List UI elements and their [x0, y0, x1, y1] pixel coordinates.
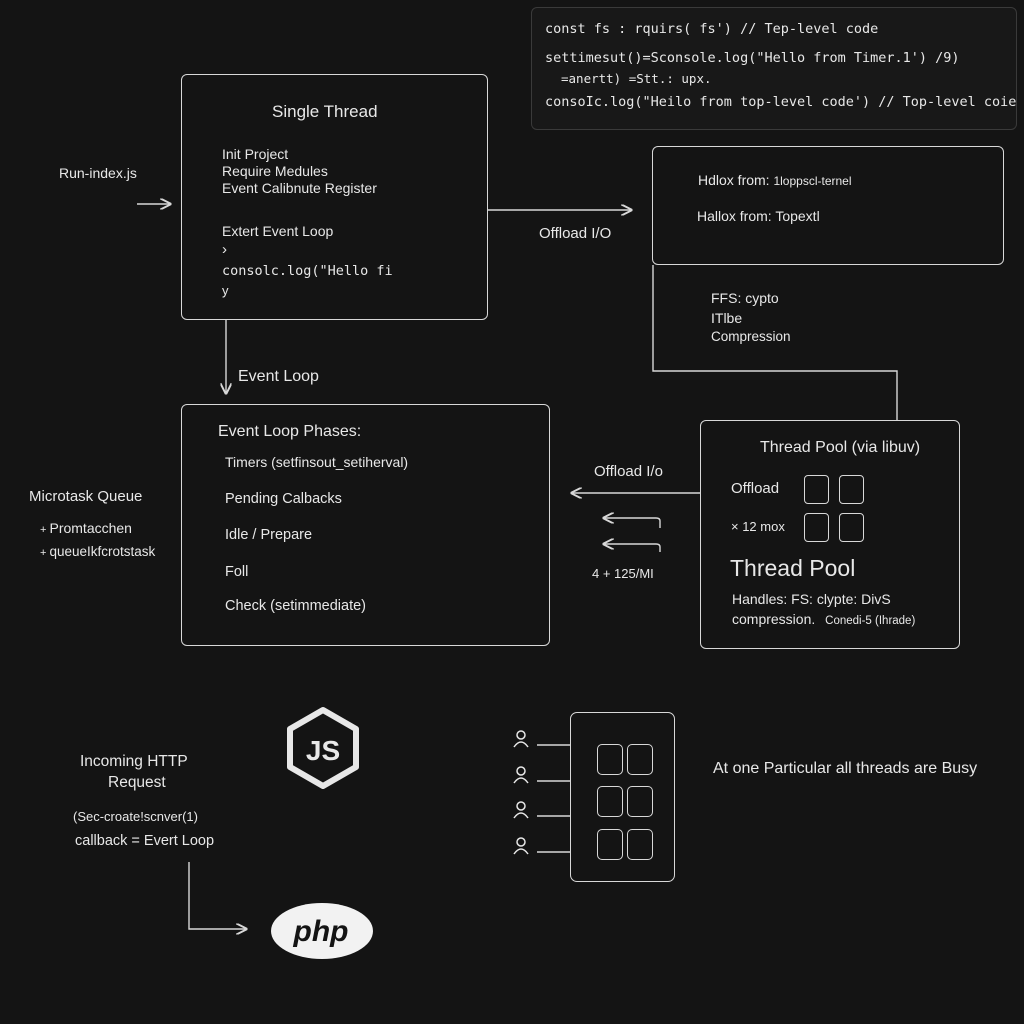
thread-pool-box: Thread Pool (via libuv) Offload × 12 mox…	[700, 420, 960, 649]
busy-threads-box	[570, 712, 675, 882]
busy-thread-3	[597, 786, 623, 817]
user-icon	[513, 730, 529, 748]
code-line-4: consoIc.log("Heilo from top-level code')…	[545, 94, 1017, 110]
thread-pool-big-title: Thread Pool	[730, 555, 856, 581]
single-thread-title: Single Thread	[272, 102, 378, 121]
event-loop-title: Event Loop Phases:	[218, 423, 362, 440]
thread-pool-title: Thread Pool (via libuv)	[760, 439, 921, 456]
swap-arrow-1	[604, 518, 661, 528]
microtask-item-2: + queueIkfcrotstask	[40, 544, 155, 559]
offload-mid-label: Offload I/o	[594, 463, 663, 480]
offload-top-label: Offload I/O	[539, 225, 612, 242]
thread-slot-4	[839, 513, 864, 542]
thread-slot-3	[804, 513, 829, 542]
bullet-icon: +	[40, 547, 50, 559]
output-line-1-label: Hdlox from:	[698, 172, 770, 188]
code-line-2: settimesut()=Sconsole.log("Hello from Ti…	[545, 50, 960, 66]
offload-label: Offload	[731, 480, 780, 497]
output-line-2-value: Topextl	[775, 208, 820, 224]
console-log-code: consolc.log("Hello fi	[222, 263, 393, 279]
ratio-label: 4 + 125/MI	[592, 566, 654, 581]
busy-thread-5	[597, 829, 623, 860]
thread-count-label: × 12 mox	[731, 519, 785, 534]
phase-idle: Idle / Prepare	[225, 527, 313, 543]
compression-label: compression.	[732, 611, 816, 627]
swap-arrow-2	[604, 544, 661, 552]
phase-check: Check (setimmediate)	[225, 598, 367, 614]
chevron-right-icon: ›	[222, 241, 227, 258]
event-loop-box: Event Loop Phases: Timers (setfinsout_se…	[181, 404, 550, 646]
phase-timers: Timers (setfinsout_setiherval)	[225, 454, 409, 470]
ffs-file: ITlbe	[711, 310, 743, 326]
user-icon	[513, 801, 529, 819]
nodejs-logo-icon: JS	[287, 707, 359, 789]
http-code: (Sec-croate!scnver(1)	[73, 809, 198, 824]
http-to-php-arrow	[188, 862, 246, 929]
step-require: Require Medules	[222, 163, 328, 179]
thread-slot-2	[839, 475, 864, 504]
busy-thread-6	[627, 829, 653, 860]
code-line-1: const fs : rquirs( fs') // Tep-level cod…	[545, 21, 879, 37]
output-line-1-value: 1loppscl-ternel	[773, 174, 852, 188]
output-to-pool-line	[652, 265, 898, 420]
php-logo-text: php	[293, 915, 349, 948]
concat-label: Conedi-5 (Ihrade)	[825, 615, 916, 627]
phase-pending: Pending Calbacks	[225, 491, 342, 507]
busy-thread-2	[627, 744, 653, 775]
http-title-1: Incoming HTTP	[80, 753, 188, 770]
microtask-item-2-label: queueIkfcrotstask	[49, 544, 156, 559]
thread-pool-handles: Handles: FS: clypte: DivS	[732, 591, 891, 607]
user-icon	[513, 766, 529, 784]
js-logo-text: JS	[306, 735, 340, 766]
busy-label: At one Particular all threads are Busy	[713, 760, 978, 777]
microtask-item-1: + Promtacchen	[40, 520, 132, 536]
user-icon	[513, 837, 529, 855]
ffs-compression: Compression	[711, 329, 791, 344]
bullet-icon: +	[40, 524, 50, 536]
console-log-tail: y	[222, 283, 229, 298]
ffs-crypto: FFS: cypto	[711, 290, 779, 306]
single-thread-box: Single Thread Init Project Require Medul…	[181, 74, 488, 320]
run-label: Run-index.js	[59, 165, 137, 181]
phase-poll: Foll	[225, 564, 249, 580]
code-line-3: =anertt) =Stt.: upx.	[561, 71, 712, 86]
step-register: Event Calibnute Register	[222, 180, 377, 196]
microtask-item-1-label: Promtacchen	[49, 520, 132, 536]
output-line-2-label: Hallox from:	[697, 208, 772, 224]
code-panel: const fs : rquirs( fs') // Tep-level cod…	[531, 7, 1017, 130]
output-line-2: Hallox from: Topextl	[697, 208, 820, 224]
output-box: Hdlox from: 1loppscl-ternel Hallox from:…	[652, 146, 1004, 265]
busy-thread-1	[597, 744, 623, 775]
thread-pool-compression: compression. Conedi-5 (Ihrade)	[732, 611, 915, 627]
event-loop-arrow-label: Event Loop	[238, 368, 319, 385]
busy-thread-4	[627, 786, 653, 817]
php-logo-icon: php	[271, 903, 373, 959]
extert-event-loop: Extert Event Loop	[222, 223, 334, 239]
http-title-2: Request	[108, 774, 166, 791]
output-line-1: Hdlox from: 1loppscl-ternel	[698, 172, 852, 188]
http-callback: callback = Evert Loop	[75, 833, 215, 849]
thread-slot-1	[804, 475, 829, 504]
microtask-title: Microtask Queue	[29, 488, 143, 505]
step-init: Init Project	[222, 146, 289, 162]
